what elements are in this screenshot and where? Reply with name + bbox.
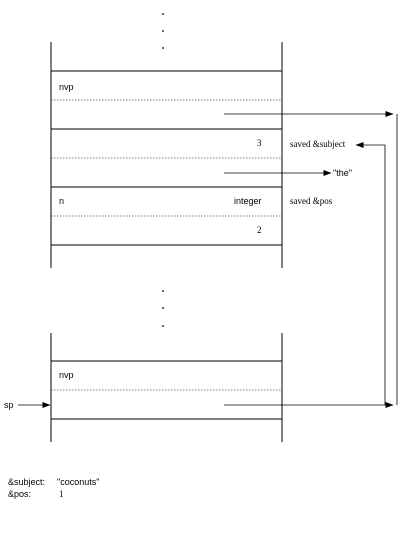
integer-label: integer — [234, 196, 262, 206]
pos-legend-label: &pos: — [8, 489, 31, 499]
n-label: n — [59, 196, 64, 206]
saved-pos-label: saved &pos — [290, 196, 333, 206]
lower-stack: nvp — [50, 333, 283, 442]
the-string-label: "the" — [333, 168, 352, 178]
saved-subject-label: saved &subject — [290, 139, 346, 149]
subject-legend-label: &subject: — [8, 477, 45, 487]
sp-label: sp — [4, 400, 14, 410]
legend: &subject: "coconuts" &pos: 1 — [8, 477, 99, 499]
continuation-dots-middle — [162, 290, 164, 327]
upper-nvp-label: nvp — [59, 82, 74, 92]
saved-subject-arrow — [355, 142, 386, 405]
upper-stack: nvp 3 n integer 2 — [50, 42, 283, 268]
continuation-dots-top — [162, 13, 164, 49]
lower-nvp-label: nvp — [59, 370, 74, 380]
pos-legend-value: 1 — [59, 489, 64, 499]
count-three: 3 — [257, 138, 262, 148]
subject-legend-value: "coconuts" — [57, 477, 99, 487]
count-two: 2 — [257, 225, 262, 235]
